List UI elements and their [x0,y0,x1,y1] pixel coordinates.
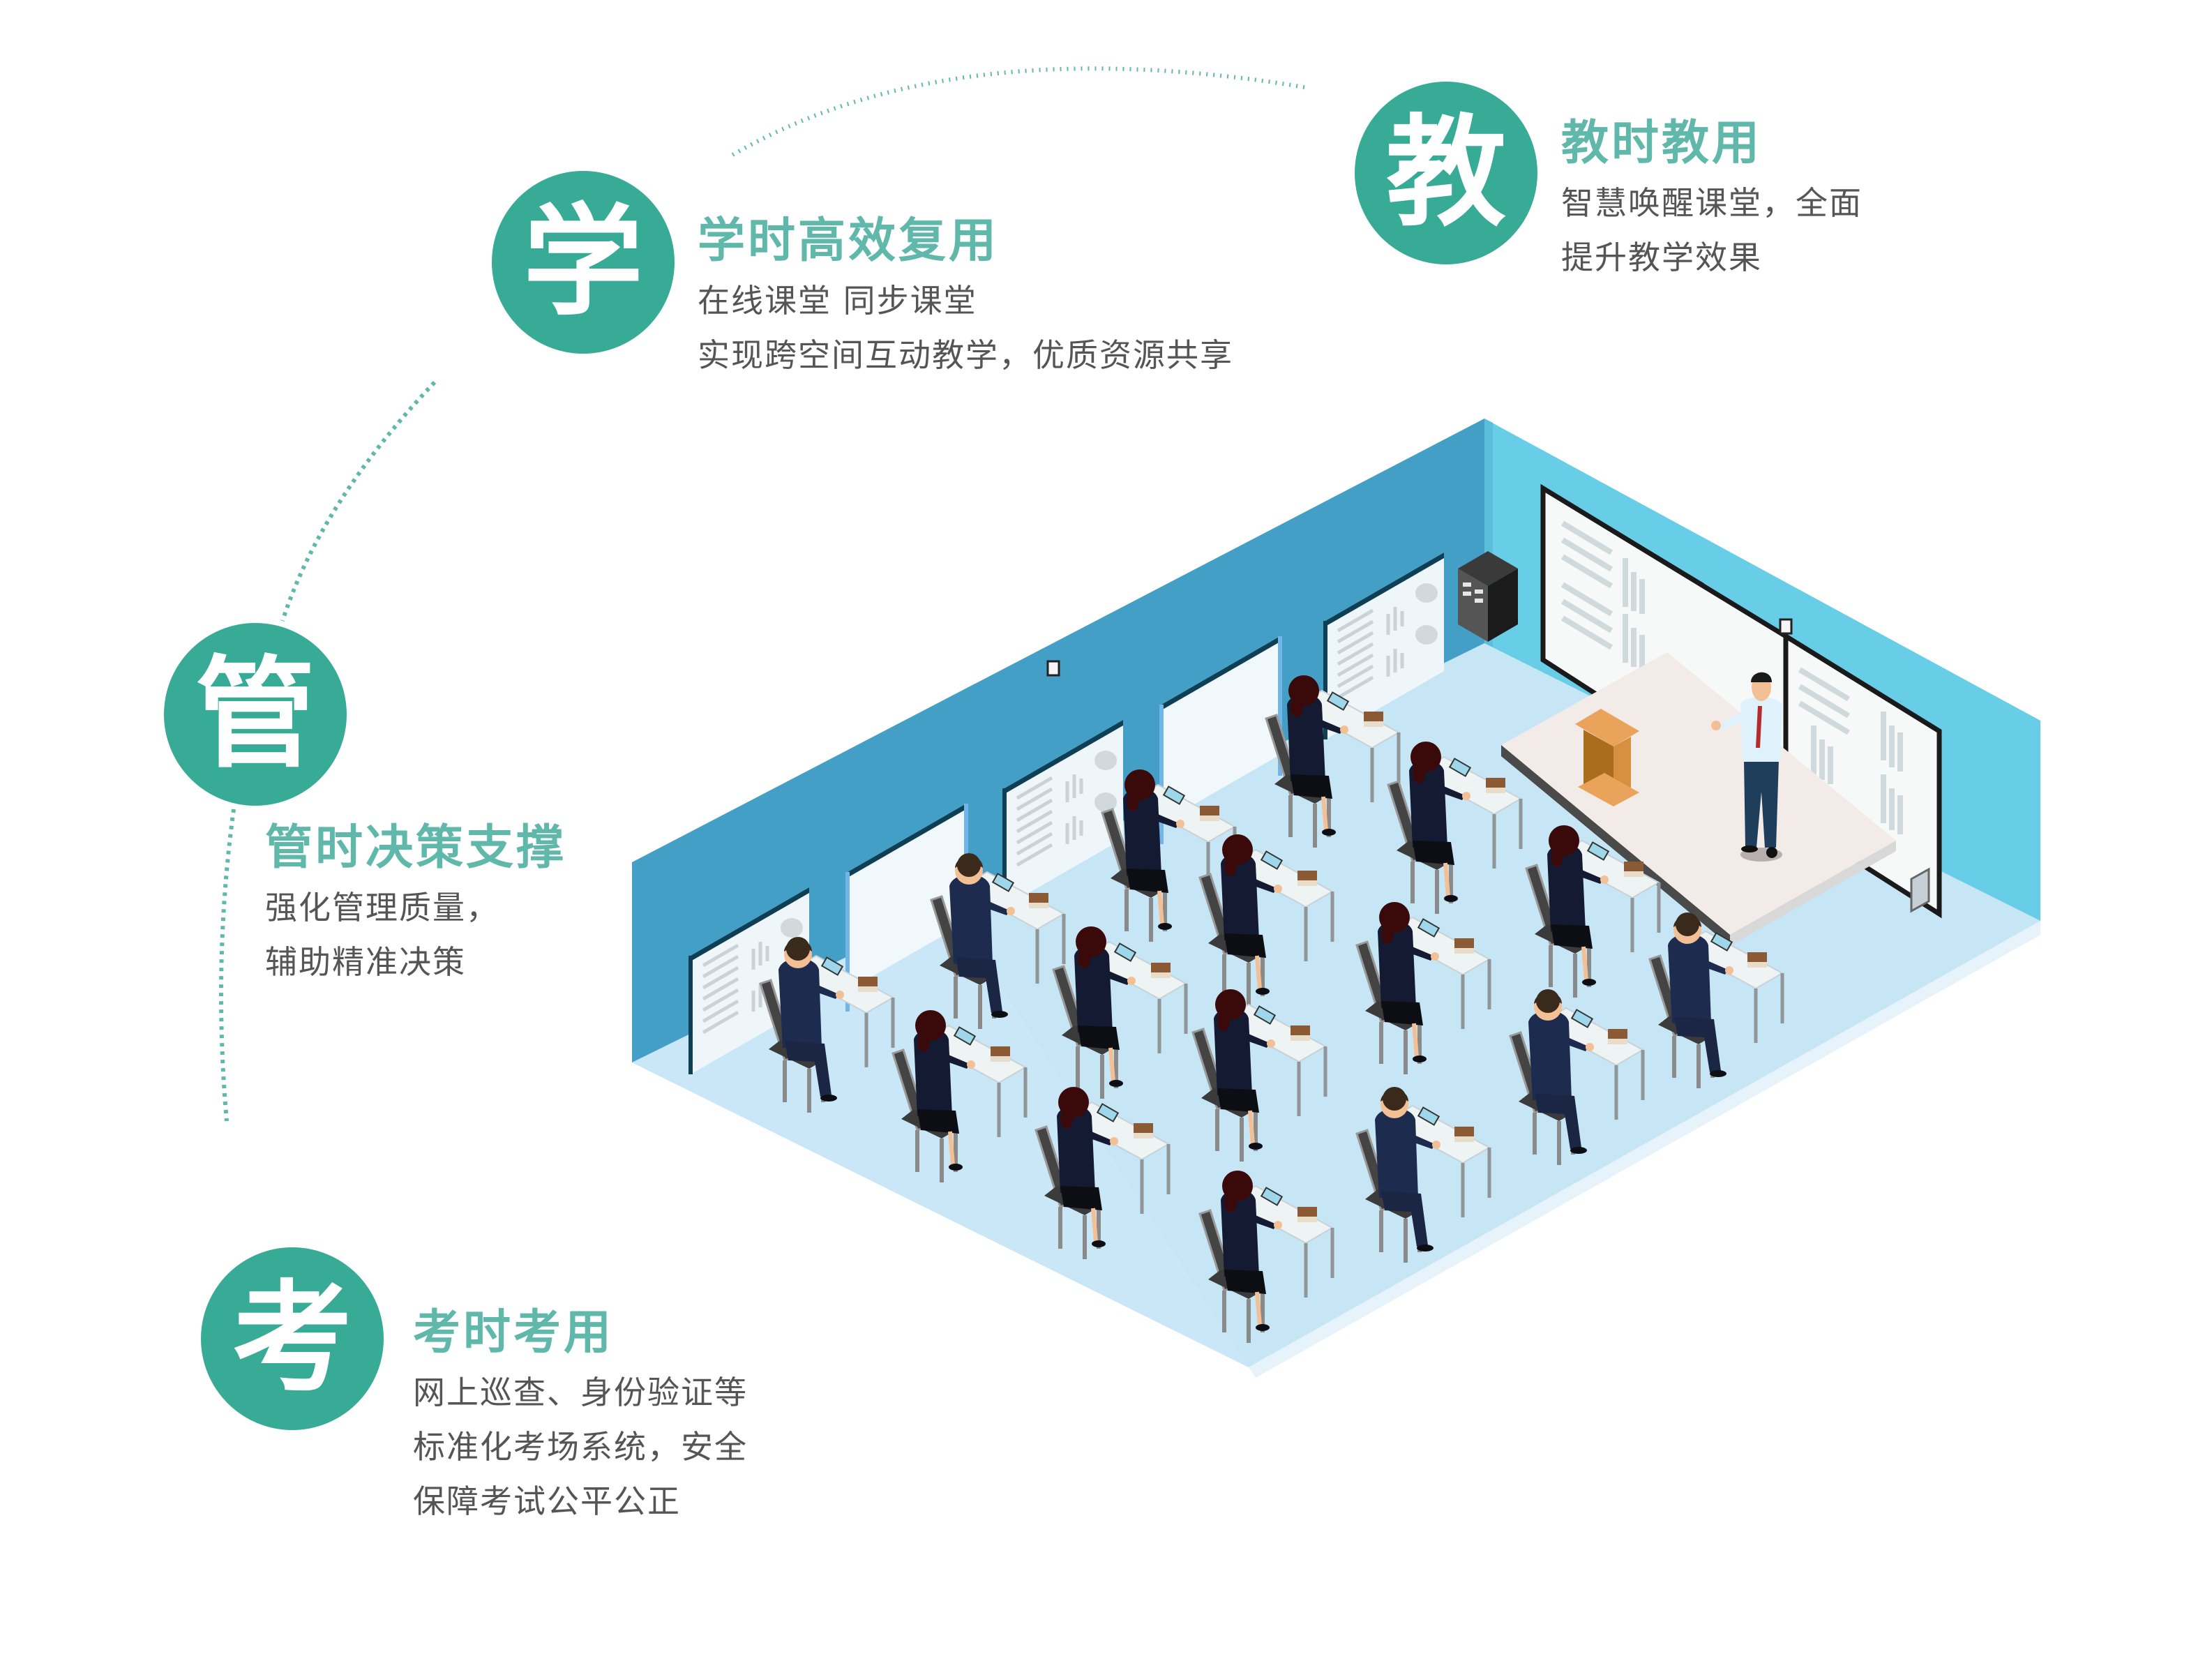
feature-desc-line: 辅助精准决策 [265,942,466,981]
connector-arc-left [280,380,437,622]
badge-exam: 考 [201,1247,384,1430]
feature-learn: 学时高效复用 在线课堂 同步课堂 实现跨空间互动教学，优质资源共享 [698,213,1233,379]
feature-desc-line: 保障考试公平公正 [413,1482,681,1520]
podium [1575,709,1639,806]
server-cabinet [1458,551,1518,642]
feature-desc-line: 实现跨空间互动教学，优质资源共享 [698,336,1233,374]
badge-learn: 学 [492,171,675,354]
feature-manage: 管时决策支撑 强化管理质量， 辅助精准决策 [265,820,566,986]
camera-icon [1046,660,1060,677]
feature-desc-line: 提升教学效果 [1561,238,1762,276]
feature-teach: 教时教用 智慧唤醒课堂，全面 提升教学效果 [1561,115,1863,281]
teacher-figure [1711,672,1782,862]
badge-teach: 教 [1355,82,1537,264]
feature-title: 学时高效复用 [698,213,1000,269]
feature-desc-line: 标准化考场系统，安全 [413,1427,748,1466]
feature-desc-line: 在线课堂 同步课堂 [698,281,977,320]
feature-title: 教时教用 [1561,116,1763,171]
feature-desc-line: 强化管理质量， [265,888,499,926]
connector-arc-left-lower [219,809,236,1122]
left-wall [632,419,1484,1062]
connector-arc-top [728,66,1305,159]
badge-manage: 管 [164,623,347,806]
wall-panel [1910,867,1930,913]
feature-exam: 考时考用 网上巡查、身份验证等 标准化考场系统，安全 保障考试公平公正 [413,1305,748,1525]
feature-title: 考时考用 [413,1305,615,1360]
feature-desc-line: 智慧唤醒课堂，全面 [1561,183,1863,222]
feature-title: 管时决策支撑 [265,820,567,875]
feature-desc-line: 网上巡查、身份验证等 [413,1373,748,1411]
